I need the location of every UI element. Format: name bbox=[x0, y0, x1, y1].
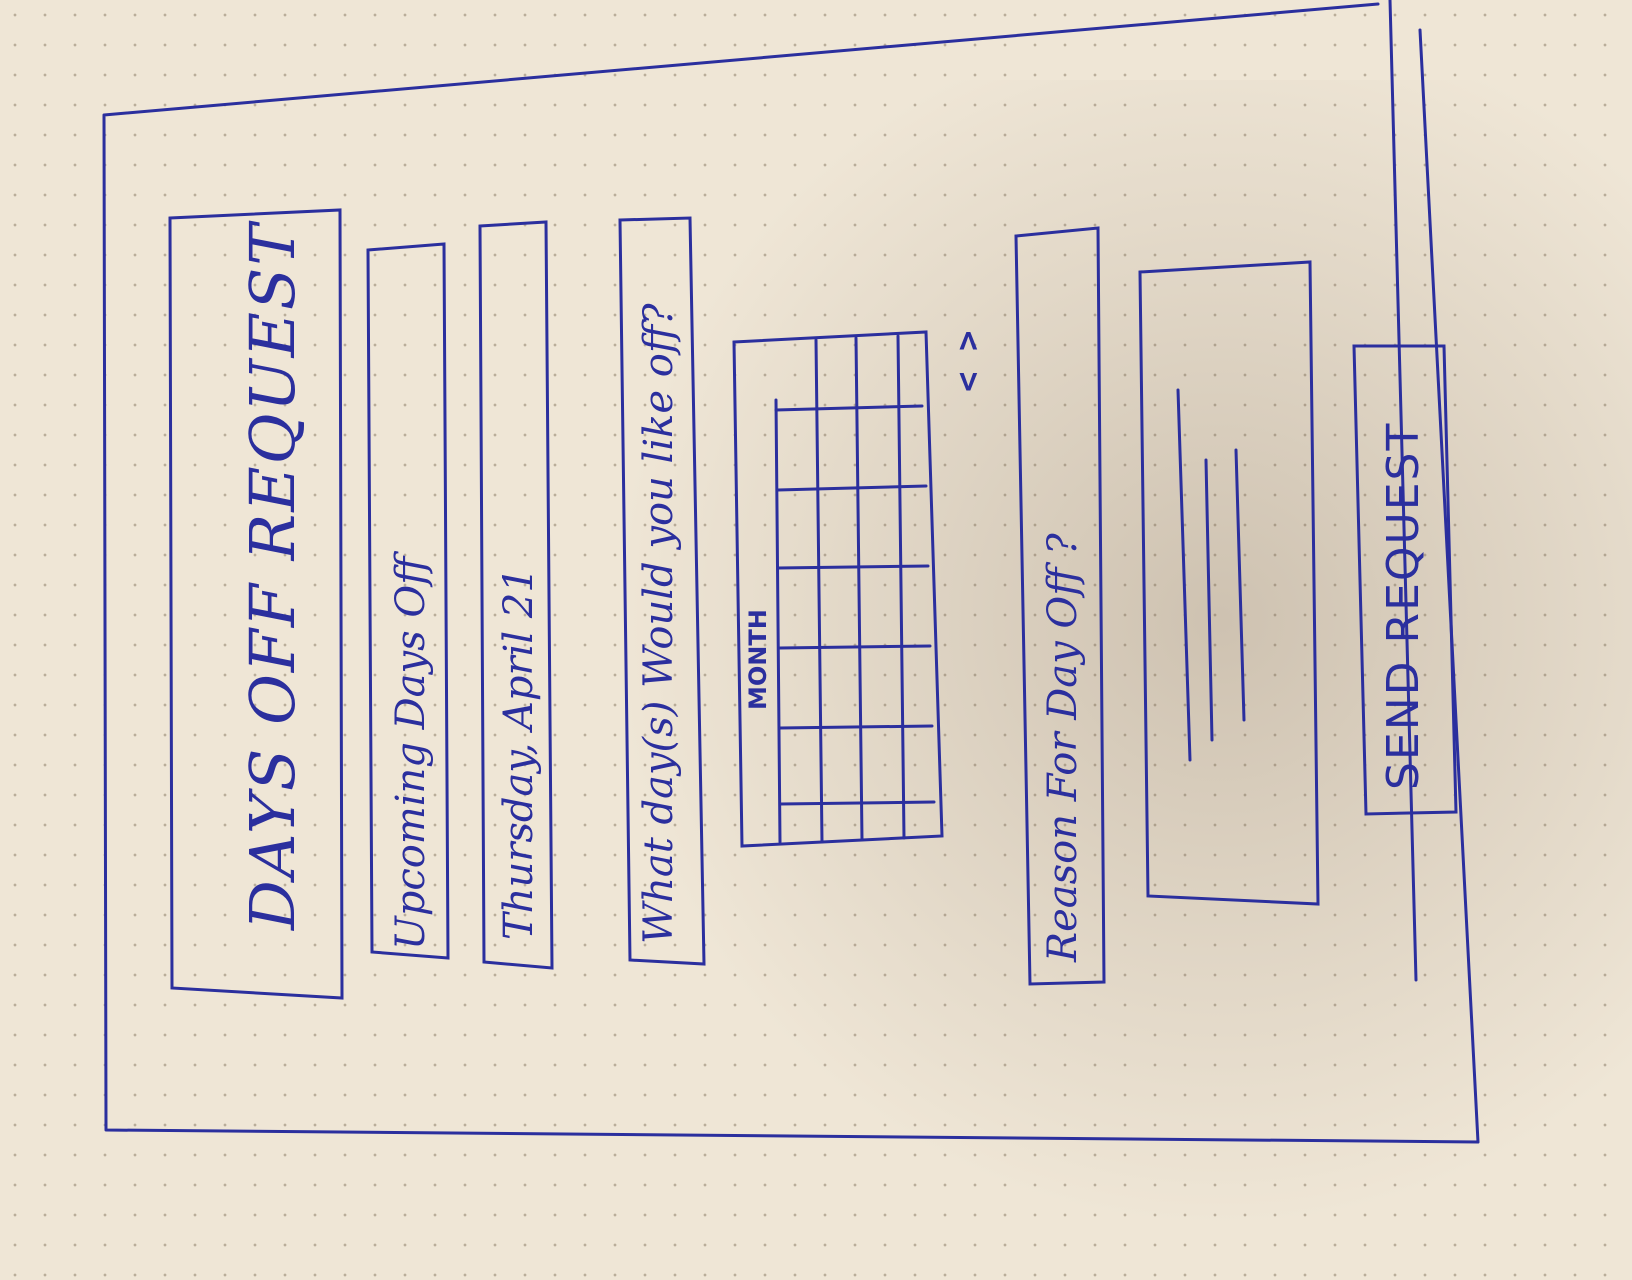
wireframe-sheet bbox=[102, 0, 1480, 1144]
date-question-label: What day(s) Would you like off? bbox=[636, 303, 682, 944]
question-box-outline bbox=[618, 216, 706, 966]
reason-label: Reason For Day Off ? bbox=[1040, 533, 1086, 962]
title-box-outline bbox=[168, 208, 344, 1000]
date-box-outline bbox=[478, 220, 554, 970]
sketch-lines bbox=[102, 0, 1480, 1144]
send-request-button[interactable] bbox=[1356, 346, 1452, 812]
send-button-outline bbox=[1352, 344, 1458, 816]
upcoming-box-outline bbox=[366, 242, 450, 960]
screen-frame bbox=[102, 0, 1480, 1144]
upcoming-day-item: Thursday, April 21 bbox=[496, 567, 542, 940]
reason-box-outline bbox=[1014, 226, 1106, 986]
calendar-grid[interactable] bbox=[734, 336, 934, 842]
upcoming-days-off-label: Upcoming Days Off bbox=[388, 556, 434, 951]
calendar-outline bbox=[732, 330, 944, 848]
calendar-nav-arrows-icon[interactable]: < > bbox=[948, 330, 988, 392]
reason-textarea-outline bbox=[1138, 260, 1320, 906]
reason-textarea[interactable] bbox=[1144, 266, 1314, 900]
page-title: DAYS OFF REQUEST bbox=[236, 222, 309, 930]
